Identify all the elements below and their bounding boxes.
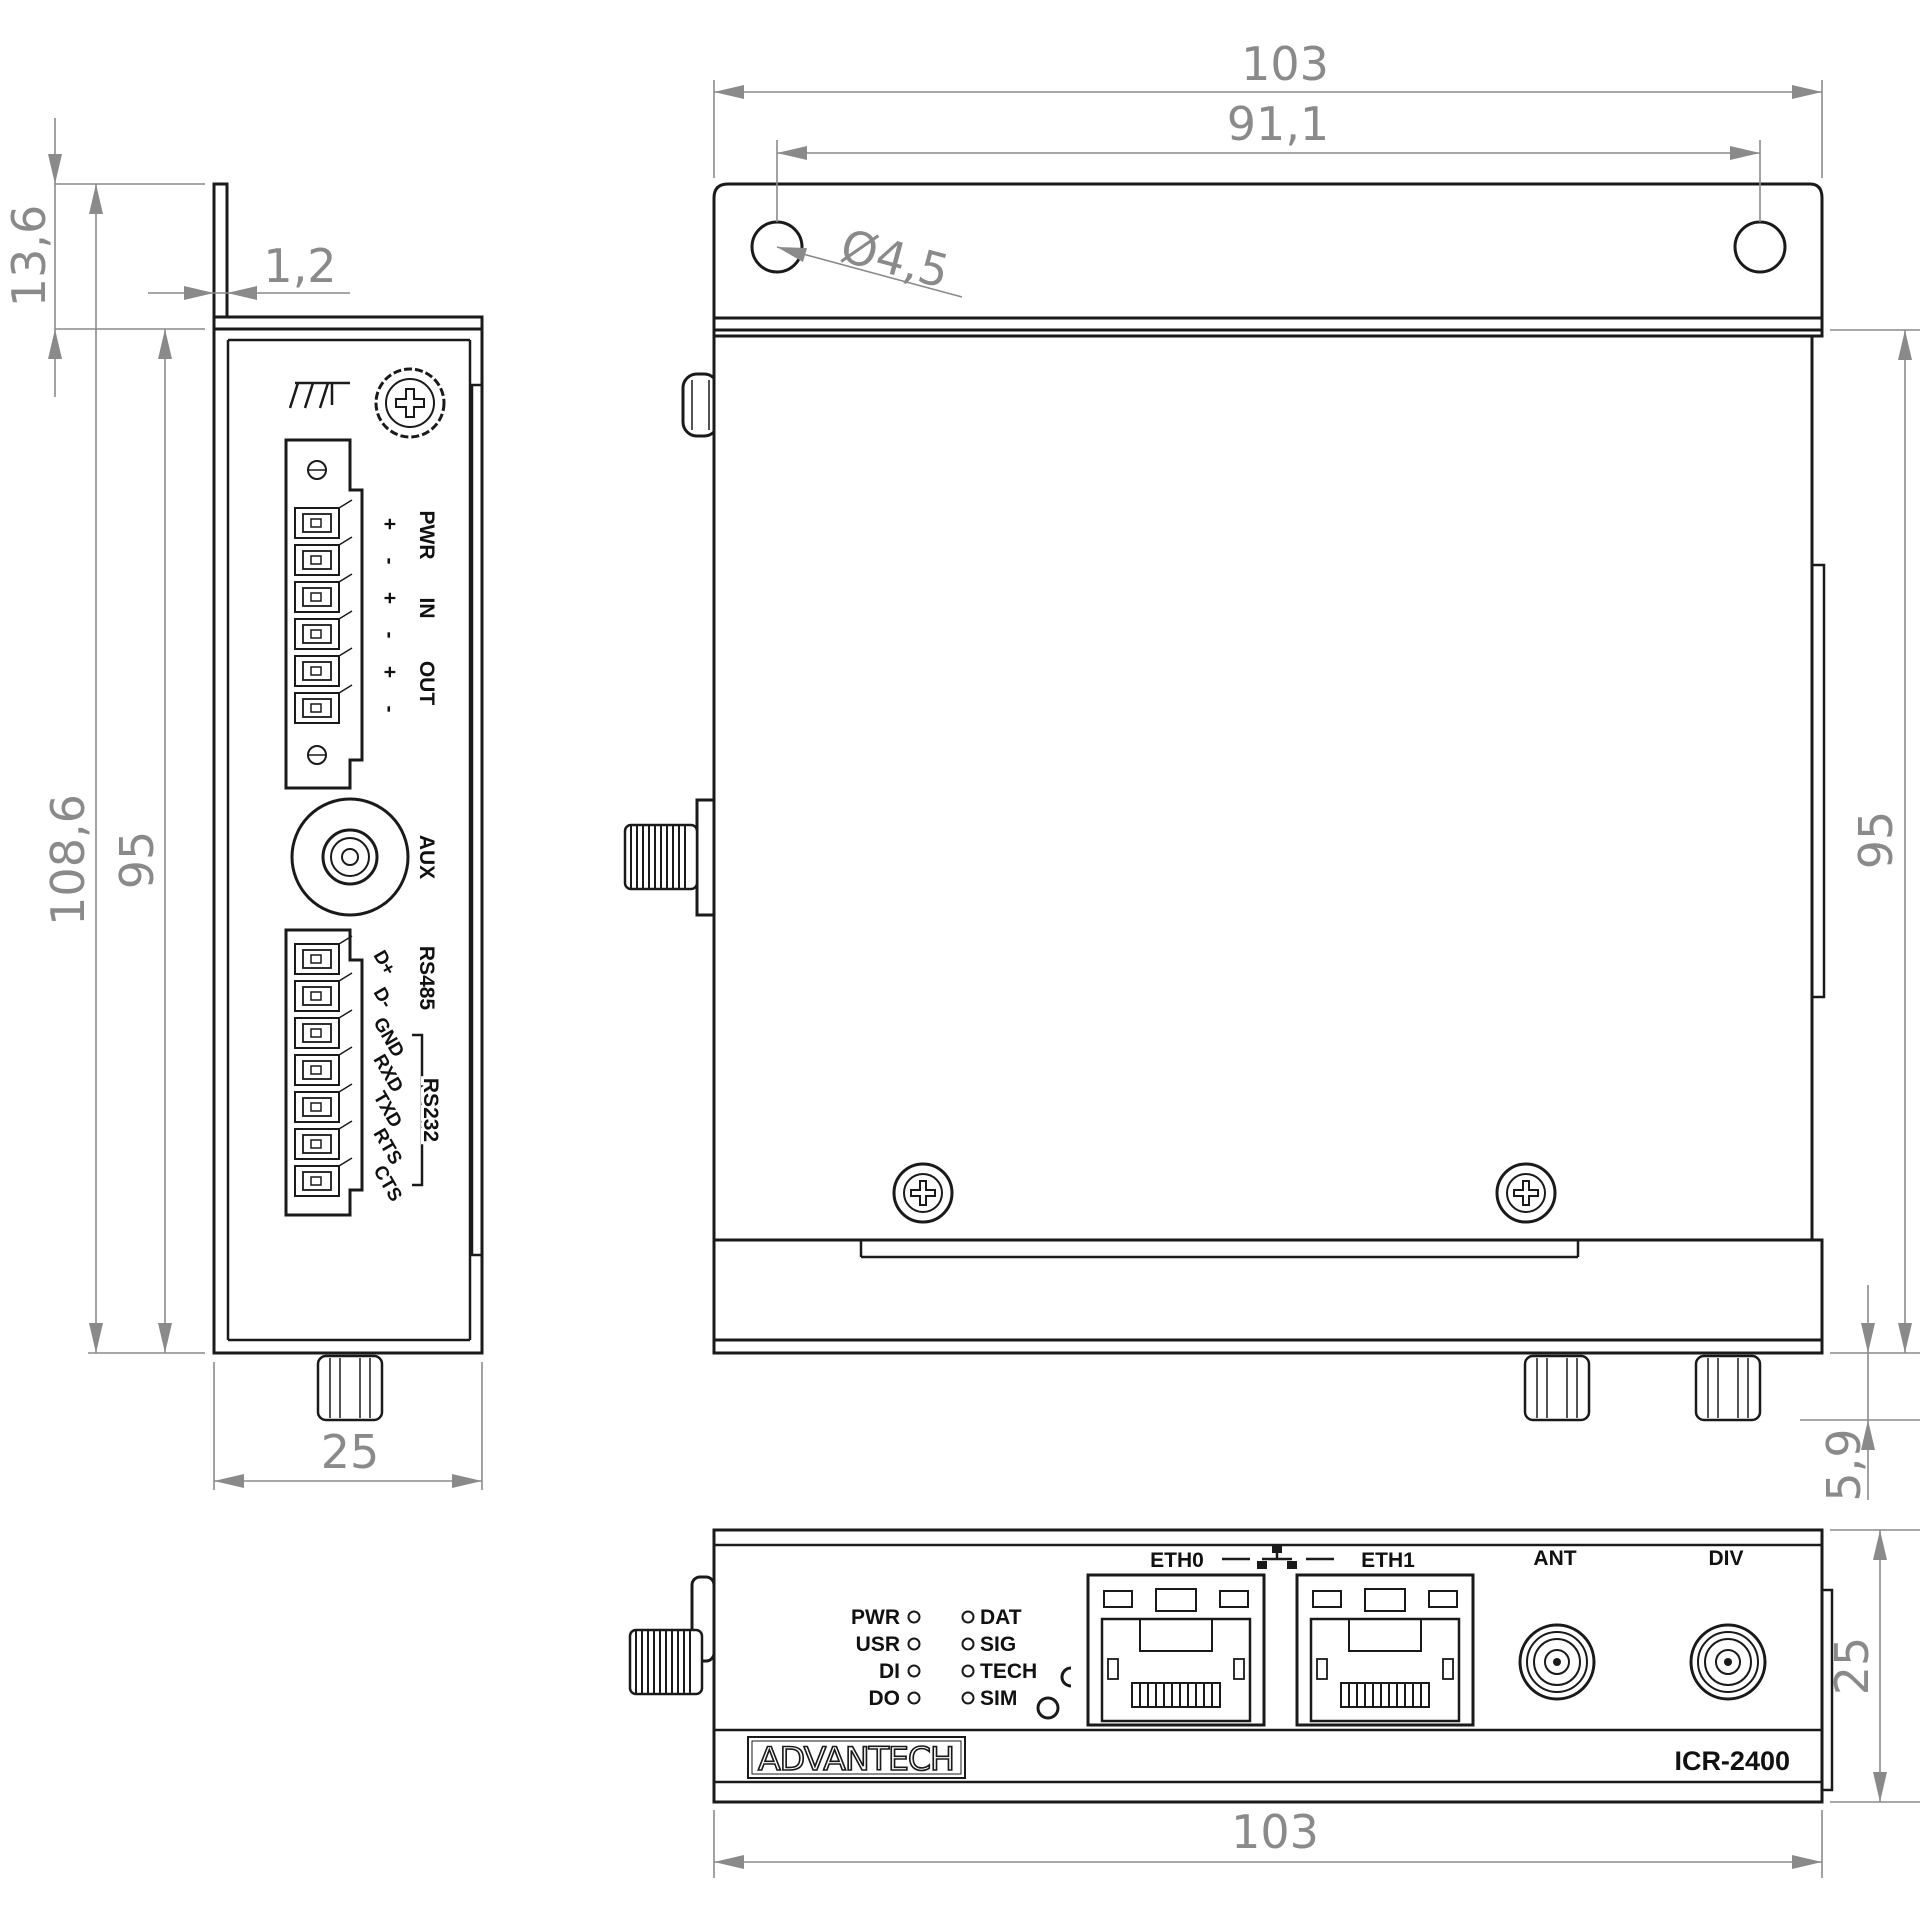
- eth1-label: ETH1: [1361, 1549, 1415, 1572]
- front-view: PWR USR DI DO DAT SIG TECH SIM ETH0 ETH1: [628, 1528, 1834, 1804]
- led-usr-icon: [907, 1637, 921, 1651]
- led-di-label: DI: [879, 1660, 900, 1683]
- led-tech-icon: [961, 1664, 975, 1678]
- power-pin-1: +: [378, 518, 401, 530]
- dim-connector-offset: 5,9: [1817, 1428, 1871, 1501]
- led-tech-label: TECH: [980, 1660, 1037, 1683]
- serial-terminal-block[interactable]: [284, 928, 364, 1217]
- eth0-port[interactable]: [1086, 1573, 1266, 1727]
- led-pwr-label: PWR: [851, 1606, 900, 1629]
- led-sim-label: SIM: [980, 1687, 1017, 1710]
- power-pin-5: +: [378, 666, 401, 678]
- led-do-icon: [907, 1691, 921, 1705]
- dim-front-height: 25: [1825, 1637, 1879, 1696]
- out-label: OUT: [415, 661, 438, 706]
- rs485-label: RS485: [415, 946, 438, 1011]
- eth0-label: ETH0: [1150, 1549, 1204, 1572]
- ground-icon: [288, 381, 350, 409]
- dim-front-width: 103: [1231, 1805, 1319, 1859]
- top-dimensions: 103 91,1 Ø4,5 95 5,9: [713, 37, 1920, 1502]
- rs232-bracket: [412, 1033, 424, 1187]
- brand-logo-box: [747, 1736, 966, 1779]
- dim-total-height: 108,6: [41, 794, 95, 926]
- led-do-label: DO: [869, 1687, 901, 1710]
- cover-screw-left-icon: [892, 1162, 954, 1224]
- power-pin-3: +: [378, 592, 401, 604]
- dim-hole-spacing: 91,1: [1227, 97, 1329, 151]
- aux-connector[interactable]: [290, 797, 410, 917]
- reset-button[interactable]: [1036, 1666, 1072, 1720]
- front-dimensions: 25 103: [713, 1529, 1920, 1878]
- led-di-icon: [907, 1664, 921, 1678]
- power-pin-2: -: [378, 558, 401, 565]
- network-icon: [1222, 1545, 1334, 1569]
- div-label: DIV: [1708, 1547, 1743, 1570]
- power-pin-4: -: [378, 632, 401, 639]
- mounting-hole-right: [1733, 220, 1787, 274]
- pwr-label: PWR: [415, 511, 438, 560]
- front-side-connector: [628, 1575, 716, 1696]
- dim-side-height: 95: [110, 831, 164, 890]
- dim-top-height: 95: [1849, 811, 1903, 870]
- div-connector[interactable]: [1689, 1623, 1767, 1701]
- led-sig-icon: [961, 1637, 975, 1651]
- model-label: ICR-2400: [1674, 1746, 1790, 1776]
- aux-label: AUX: [415, 835, 438, 879]
- power-pin-6: -: [378, 706, 401, 713]
- in-label: IN: [415, 598, 438, 619]
- dim-top-tab: 13,6: [2, 205, 56, 307]
- cover-screw-right-icon: [1495, 1162, 1557, 1224]
- top-body: [712, 334, 1814, 1354]
- side-view: + - + - + - PWR IN OUT AUX D+: [212, 182, 484, 1422]
- power-terminal-block[interactable]: [284, 438, 364, 790]
- dim-side-width: 25: [321, 1425, 380, 1479]
- top-view: [623, 182, 1826, 1422]
- dim-top-width: 103: [1241, 37, 1329, 91]
- led-usr-label: USR: [856, 1633, 900, 1656]
- side-antenna-connector: [623, 798, 716, 917]
- led-dat-label: DAT: [980, 1606, 1022, 1629]
- ant-label: ANT: [1533, 1547, 1576, 1570]
- ground-screw-icon: [374, 367, 446, 439]
- brand-logo: ADVANTECH: [758, 1740, 954, 1778]
- eth1-port[interactable]: [1295, 1573, 1475, 1727]
- led-dat-icon: [961, 1610, 975, 1624]
- ant-connector[interactable]: [1518, 1623, 1596, 1701]
- mounting-tab: [212, 182, 229, 330]
- side-dimensions: 13,6 1,2 108,6 95 25: [2, 118, 483, 1490]
- led-sig-label: SIG: [980, 1633, 1016, 1656]
- led-sim-icon: [961, 1691, 975, 1705]
- led-pwr-icon: [907, 1610, 921, 1624]
- rs232-label: RS232: [419, 1078, 442, 1142]
- mounting-flange: [712, 182, 1824, 320]
- dim-sheet-thickness: 1,2: [263, 239, 336, 293]
